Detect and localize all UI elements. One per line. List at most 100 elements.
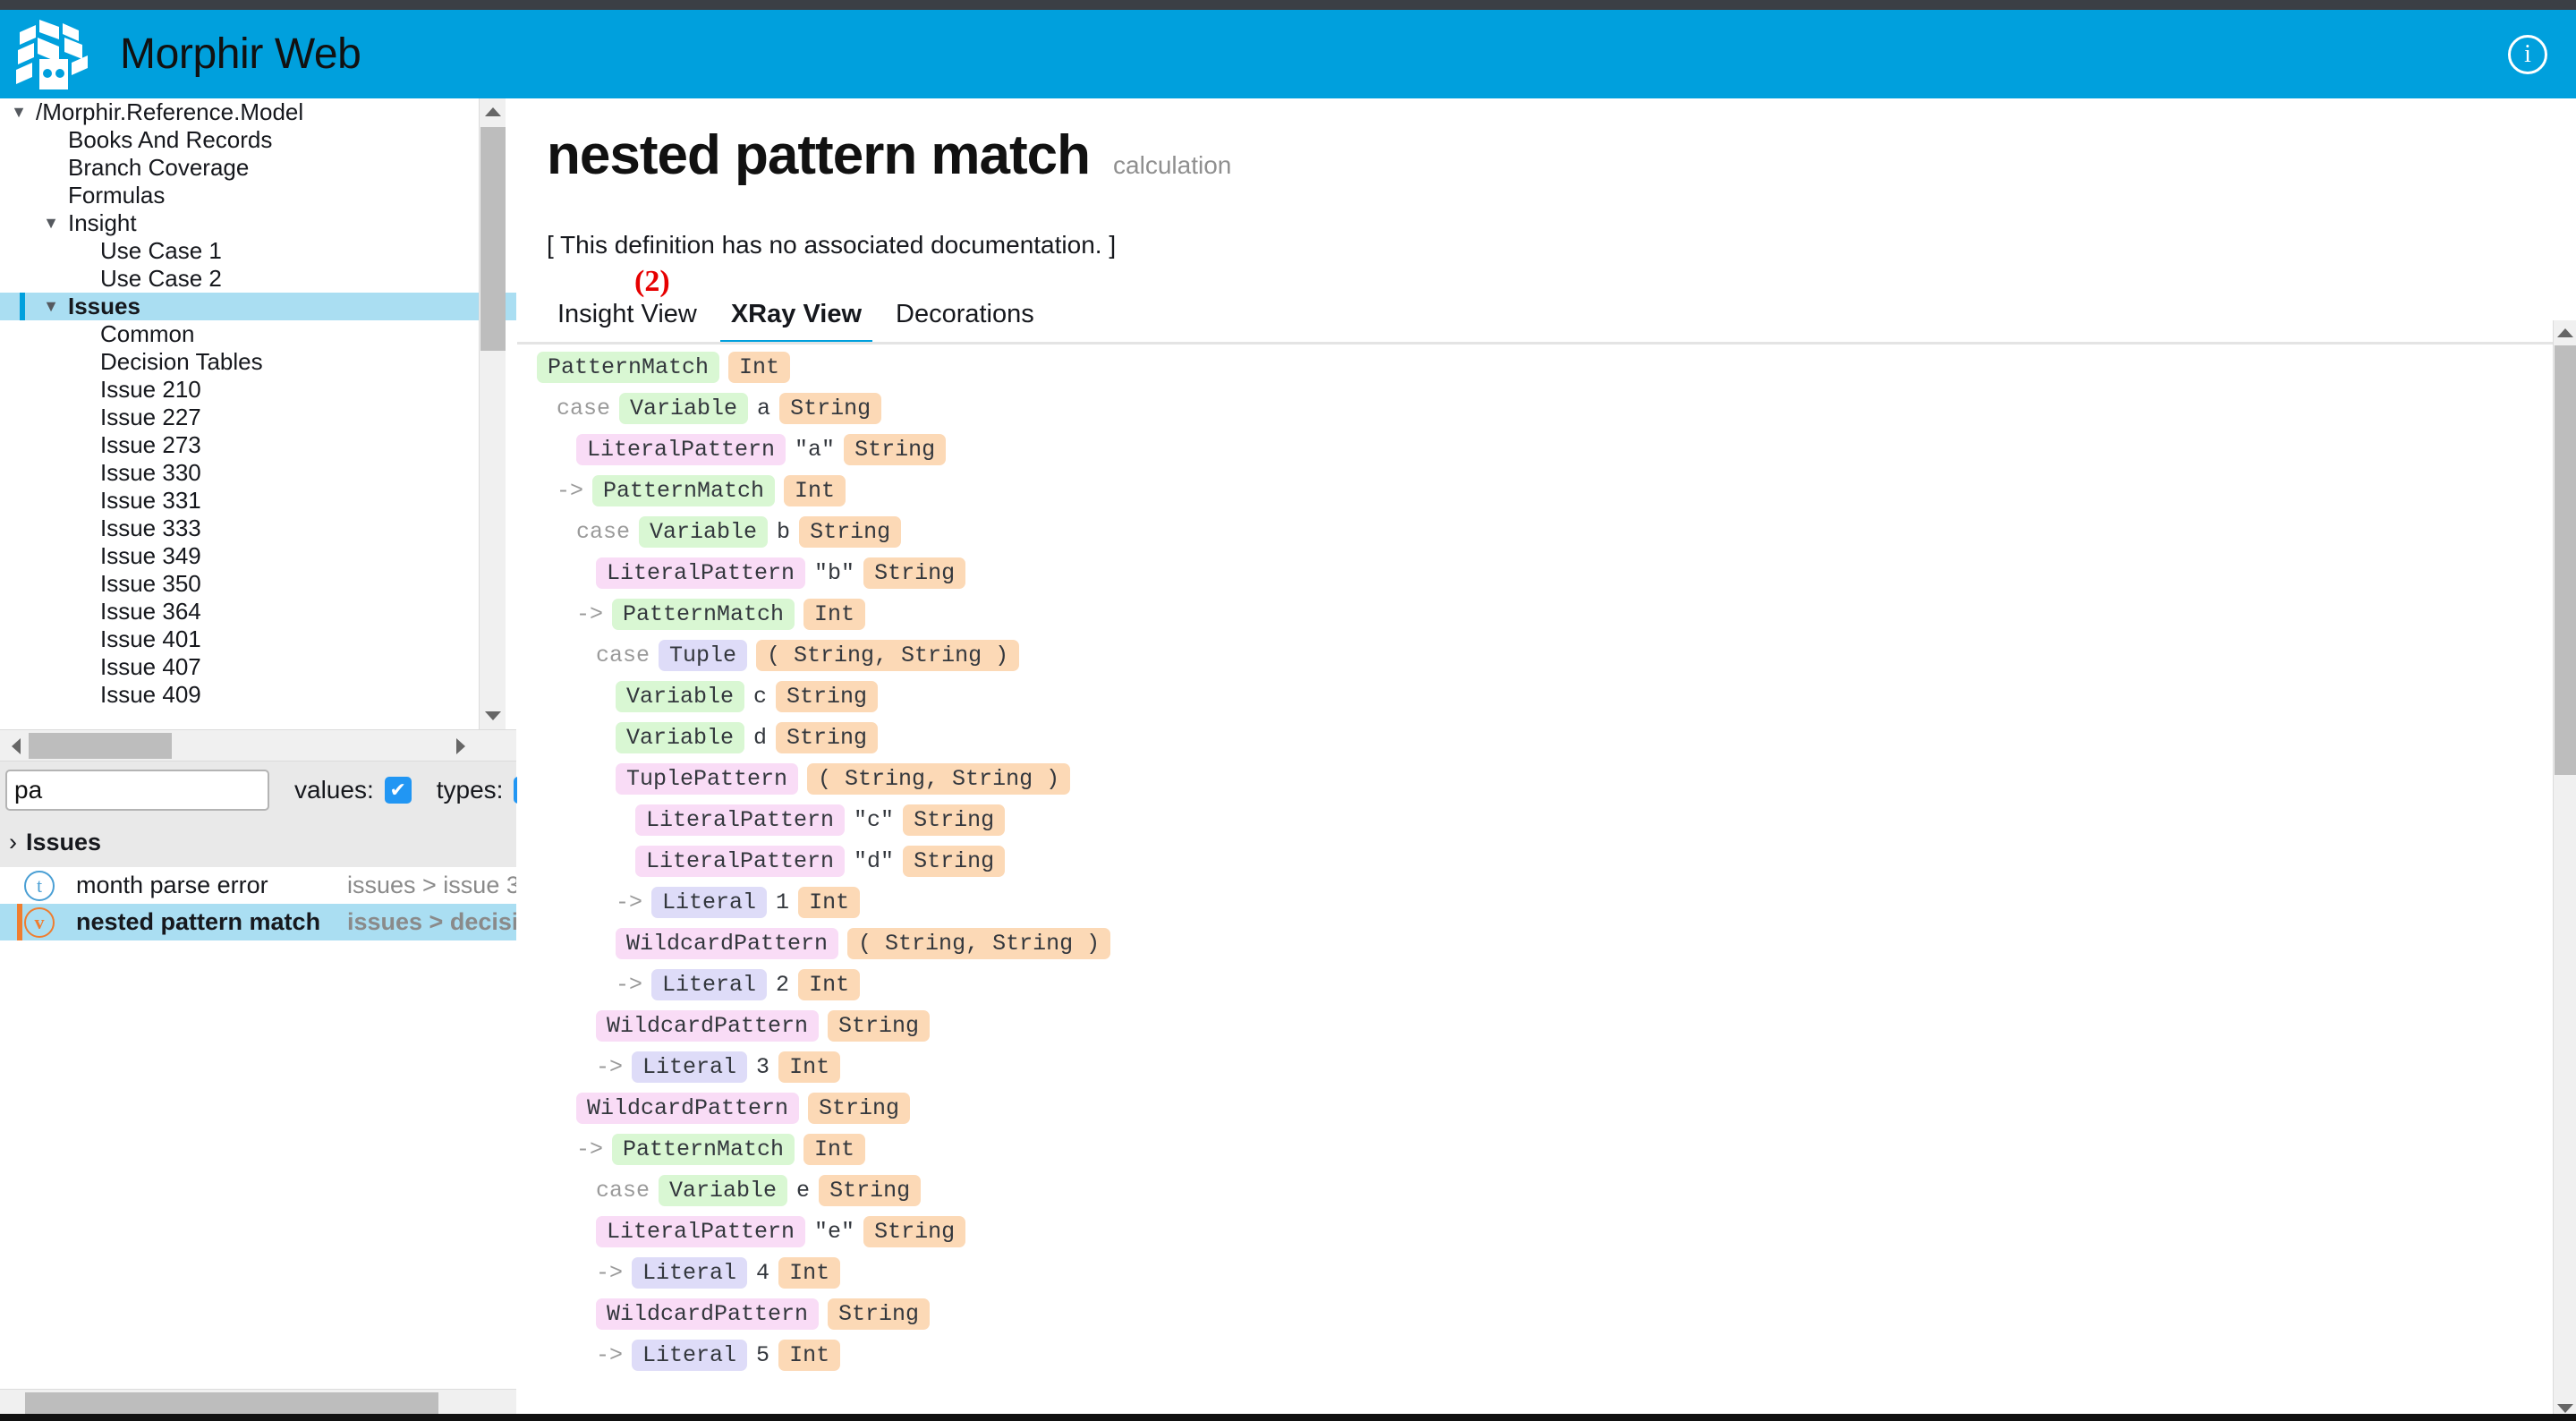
tab-decorations[interactable]: Decorations [896, 300, 1034, 328]
tab-xray-view[interactable]: XRay View [719, 300, 873, 345]
xray-chip-type[interactable]: String [844, 433, 947, 465]
tree-item[interactable]: Issue 273 [0, 431, 516, 459]
chevron-down-icon[interactable]: ▼ [11, 103, 27, 121]
tree-item[interactable]: Formulas [0, 182, 516, 209]
scroll-down-arrow-icon[interactable] [480, 702, 506, 729]
xray-chip-type[interactable]: String [903, 845, 1006, 877]
xray-chip-pat[interactable]: LiteralPattern [635, 845, 846, 877]
xray-chip-type[interactable]: String [828, 1298, 931, 1330]
tree-vertical-scroll-thumb[interactable] [480, 127, 506, 351]
xray-chip-lit[interactable]: Literal [632, 1256, 748, 1289]
xray-chip-lit[interactable]: Literal [632, 1339, 748, 1371]
tree-item[interactable]: Branch Coverage [0, 154, 516, 182]
tree-item[interactable]: Issue 333 [0, 515, 516, 542]
xray-chip-node[interactable]: PatternMatch [612, 598, 795, 630]
xray-chip-node[interactable]: Variable [616, 680, 745, 712]
xray-chip-type[interactable]: String [863, 557, 966, 589]
tree-item[interactable]: Issue 330 [0, 459, 516, 487]
xray-chip-type[interactable]: String [903, 804, 1006, 836]
tree-item[interactable]: Issue 409 [0, 681, 516, 709]
scroll-right-arrow-icon[interactable] [446, 730, 475, 762]
tree-item[interactable]: Issue 401 [0, 625, 516, 653]
xray-chip-type[interactable]: ( String, String ) [847, 927, 1111, 959]
xray-chip-lit[interactable]: Tuple [659, 639, 748, 671]
xray-chip-pat[interactable]: WildcardPattern [616, 927, 839, 959]
main-scroll-down-arrow-icon[interactable] [2554, 1396, 2576, 1421]
tab-insight-view[interactable]: Insight View [557, 300, 697, 328]
xray-chip-type[interactable]: Int [728, 351, 791, 383]
xray-chip-pat[interactable]: WildcardPattern [596, 1298, 820, 1330]
xray-chip-pat[interactable]: WildcardPattern [576, 1092, 800, 1124]
scroll-up-arrow-icon[interactable] [480, 98, 506, 125]
xray-chip-node[interactable]: PatternMatch [592, 474, 776, 506]
tree-item[interactable]: Use Case 2 [0, 265, 516, 293]
xray-chip-pat[interactable]: TuplePattern [616, 762, 799, 795]
search-input[interactable] [5, 769, 269, 811]
values-filter[interactable]: values: ✔ [294, 776, 412, 804]
xray-chip-type[interactable]: Int [778, 1051, 841, 1083]
xray-chip-lit[interactable]: Literal [651, 968, 768, 1000]
tree-item[interactable]: Common [0, 320, 516, 348]
tree-item[interactable]: Issue 210 [0, 376, 516, 404]
main-vertical-scrollbar[interactable] [2553, 320, 2576, 1421]
tree-item[interactable]: Books And Records [0, 126, 516, 154]
xray-chip-pat[interactable]: LiteralPattern [596, 557, 806, 589]
xray-chip-type[interactable]: ( String, String ) [756, 639, 1020, 671]
tree-item[interactable]: Issue 350 [0, 570, 516, 598]
xray-chip-node[interactable]: Variable [616, 721, 745, 753]
xray-chip-pat[interactable]: LiteralPattern [635, 804, 846, 836]
search-scope-breadcrumb[interactable]: › Issues [0, 818, 516, 867]
tree-item[interactable]: ▼/Morphir.Reference.Model [0, 98, 516, 126]
main-scroll-up-arrow-icon[interactable] [2554, 320, 2576, 345]
xray-chip-lit[interactable]: Literal [632, 1051, 748, 1083]
xray-chip-type[interactable]: Int [803, 1133, 866, 1165]
xray-chip-type[interactable]: ( String, String ) [807, 762, 1071, 795]
tree-item[interactable]: Use Case 1 [0, 237, 516, 265]
tree-item[interactable]: Decision Tables [0, 348, 516, 376]
xray-chip-type[interactable]: Int [778, 1256, 841, 1289]
values-checkbox[interactable]: ✔ [384, 776, 412, 804]
tree-item[interactable]: Issue 227 [0, 404, 516, 431]
tree-item[interactable]: ▼Insight [0, 209, 516, 237]
xray-chip-node[interactable]: PatternMatch [537, 351, 720, 383]
tree-item[interactable]: Issue 349 [0, 542, 516, 570]
tree-horizontal-scrollbar[interactable] [0, 729, 516, 762]
tree-item[interactable]: ▼Issues [0, 293, 516, 320]
info-circle-icon[interactable]: i [2508, 34, 2547, 74]
xray-line: TuplePattern( String, String ) [517, 758, 2576, 799]
xray-chip-type[interactable]: String [776, 680, 879, 712]
chevron-down-icon[interactable]: ▼ [43, 214, 59, 232]
xray-keyword: -> [596, 1341, 624, 1368]
xray-chip-node[interactable]: Variable [639, 515, 769, 548]
xray-chip-pat[interactable]: WildcardPattern [596, 1009, 820, 1042]
xray-chip-type[interactable]: Int [778, 1339, 841, 1371]
xray-chip-node[interactable]: Variable [659, 1174, 788, 1206]
xray-chip-type[interactable]: String [828, 1009, 931, 1042]
xray-chip-type[interactable]: String [799, 515, 902, 548]
tree-horizontal-scroll-thumb[interactable] [29, 733, 172, 759]
xray-chip-type[interactable]: String [779, 392, 882, 424]
tree-item[interactable]: Issue 364 [0, 598, 516, 625]
scroll-left-arrow-icon[interactable] [2, 730, 30, 762]
xray-chip-type[interactable]: Int [784, 474, 846, 506]
xray-chip-node[interactable]: PatternMatch [612, 1133, 795, 1165]
tree-item[interactable]: Issue 331 [0, 487, 516, 515]
xray-chip-type[interactable]: Int [798, 886, 861, 918]
xray-chip-type[interactable]: Int [803, 598, 866, 630]
main-vertical-scroll-thumb[interactable] [2555, 345, 2576, 775]
xray-chip-pat[interactable]: LiteralPattern [596, 1215, 806, 1247]
xray-chip-type[interactable]: String [819, 1174, 922, 1206]
xray-chip-type[interactable]: Int [798, 968, 861, 1000]
tree-vertical-scrollbar[interactable] [479, 98, 506, 729]
xray-text: b [777, 518, 791, 545]
xray-chip-node[interactable]: Variable [619, 392, 749, 424]
tree-item[interactable]: Issue 407 [0, 653, 516, 681]
xray-chip-type[interactable]: String [808, 1092, 911, 1124]
chevron-down-icon[interactable]: ▼ [43, 297, 59, 315]
xray-chip-type[interactable]: String [776, 721, 879, 753]
xray-chip-lit[interactable]: Literal [651, 886, 768, 918]
xray-chip-pat[interactable]: LiteralPattern [576, 433, 786, 465]
xray-chip-type[interactable]: String [863, 1215, 966, 1247]
